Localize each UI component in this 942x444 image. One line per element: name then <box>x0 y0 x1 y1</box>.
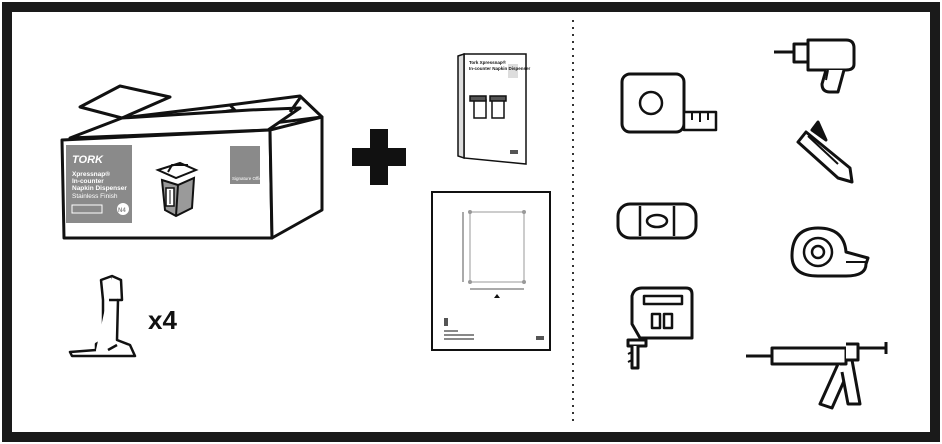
caulking-gun-icon <box>746 342 888 410</box>
manual-footer-logo <box>510 150 518 154</box>
box-label-icons <box>71 204 103 214</box>
plus-sign <box>352 129 406 185</box>
cutout-template-sheet <box>431 191 551 351</box>
box-side-label-text: Signature Office <box>232 176 265 181</box>
box-label-line4: Stainless Finish <box>72 193 118 200</box>
tape-dispenser-icon <box>790 226 870 278</box>
bracket-quantity: x4 <box>148 305 177 335</box>
box-badge-circle <box>117 203 129 215</box>
box-brand: TORK <box>72 154 104 166</box>
jigsaw-icon <box>626 286 694 370</box>
box-label-line1: Xpressnap® <box>72 170 110 178</box>
box-label-line3: Napkin Dispenser <box>72 185 127 192</box>
box-label-line2: In-counter <box>72 178 104 185</box>
spirit-level-icon <box>616 202 698 240</box>
box-side-label <box>230 146 260 184</box>
mounting-bracket-icon <box>68 274 137 358</box>
box-badge: N4 <box>118 208 126 214</box>
power-drill-icon <box>774 38 856 94</box>
manual-title-line1: Tork Xpressnap® <box>469 59 507 65</box>
utility-knife-icon <box>796 120 854 184</box>
manual-title-line2: In-counter Napkin Dispenser <box>469 66 531 71</box>
tape-measure-icon <box>620 72 718 134</box>
dispenser-illustration-icon <box>155 161 199 218</box>
manual-dispenser-icon <box>469 95 507 119</box>
